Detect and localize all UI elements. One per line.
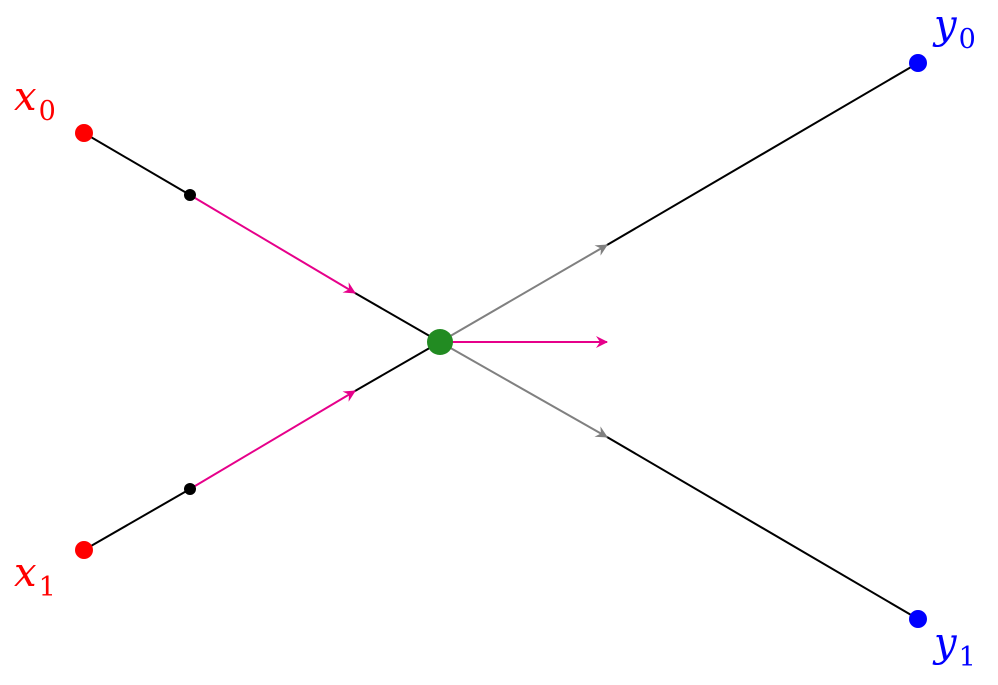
point-y0: [909, 54, 927, 72]
line-center-y0: [606, 62, 919, 246]
magenta-arrow-lower: [189, 390, 356, 490]
midpoint-lower: [184, 483, 196, 495]
point-x1: [75, 541, 93, 559]
label-x0: x0: [14, 74, 56, 127]
label-y0-sub: 0: [959, 24, 976, 55]
label-x0-base: x: [14, 74, 37, 120]
line-center-y1: [606, 436, 919, 620]
line-x0-midpoint: [83, 132, 191, 196]
line-x1-midpoint: [83, 488, 191, 551]
label-x0-sub: 0: [39, 96, 56, 127]
label-x1-base: x: [14, 550, 37, 596]
point-x0: [75, 124, 93, 142]
point-y1: [909, 610, 927, 628]
center-point: [427, 329, 453, 355]
label-y0-base: y: [932, 2, 958, 48]
magenta-arrow-upper: [189, 194, 356, 294]
gray-arrow-upper: [439, 244, 608, 343]
label-x1-sub: 1: [39, 572, 56, 603]
label-y1-sub: 1: [959, 642, 976, 673]
label-x1: x1: [14, 550, 56, 603]
line-x1-center: [354, 341, 441, 392]
label-y1-base: y: [932, 620, 958, 666]
line-x0-center: [354, 292, 441, 343]
label-y1: y1: [932, 620, 976, 673]
gray-arrow-lower: [439, 341, 608, 438]
label-y0: y0: [932, 2, 976, 55]
midpoint-upper: [184, 189, 196, 201]
